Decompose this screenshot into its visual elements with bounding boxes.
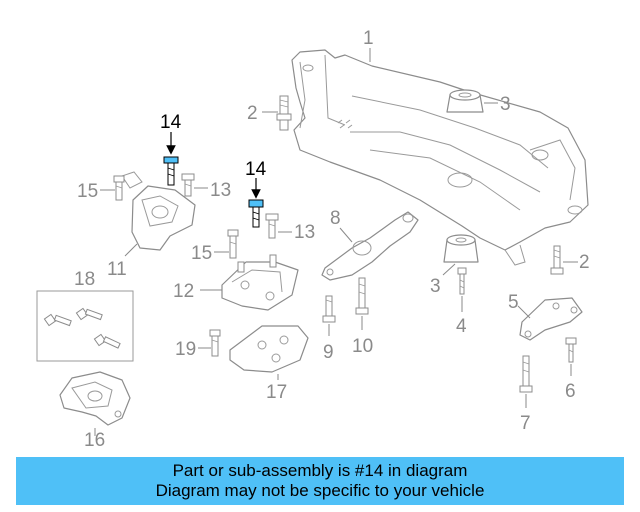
callout-3a: 3 — [500, 94, 511, 115]
callout-5: 5 — [508, 292, 519, 313]
bolt-part-13-upper — [181, 173, 195, 197]
callout-2b: 2 — [579, 252, 590, 273]
callout-8: 8 — [330, 208, 341, 229]
callout-7: 7 — [520, 413, 531, 434]
hardware-kit-part-18 — [36, 290, 134, 362]
callout-19: 19 — [175, 339, 196, 360]
callout-10: 10 — [352, 336, 373, 357]
bolt-part-9 — [322, 295, 336, 323]
callout-2a: 2 — [247, 103, 258, 124]
bolt-part-15-upper — [113, 175, 125, 201]
leader-5 — [517, 305, 531, 319]
mount-bracket-part-12 — [221, 254, 299, 311]
bushing-part-3-upper — [446, 89, 484, 113]
callout-6: 6 — [565, 381, 576, 402]
fitment-notice-banner: Part or sub-assembly is #14 in diagram D… — [16, 457, 624, 505]
callout-15b: 15 — [191, 243, 212, 264]
subframe-part-1 — [291, 49, 589, 266]
bolt-part-4 — [457, 267, 467, 295]
banner-line-disclaimer: Diagram may not be specific to your vehi… — [155, 481, 485, 500]
callout-16: 16 — [84, 430, 105, 451]
exploded-parts-diagram: 1 2 3 3 2 4 — [36, 28, 590, 451]
callout-3b: 3 — [430, 276, 441, 297]
leader-8 — [339, 227, 353, 243]
callout-1: 1 — [363, 28, 374, 49]
callout-14a: 14 — [160, 112, 182, 133]
callout-15a: 15 — [77, 181, 98, 202]
bolt-part-2-upper — [276, 95, 292, 131]
callout-12: 12 — [173, 281, 194, 302]
bolt-part-15-lower — [227, 229, 239, 259]
callout-11: 11 — [107, 259, 127, 280]
bolt-part-2-lower — [550, 245, 564, 275]
bolt-part-6 — [565, 337, 577, 363]
leader-3b — [442, 263, 456, 276]
bolt-part-14-highlighted-b — [248, 199, 264, 228]
mount-assembly-part-16 — [59, 371, 131, 426]
callout-14b: 14 — [245, 159, 267, 180]
bolt-part-13-lower — [265, 213, 279, 239]
bracket-plate-part-17 — [229, 325, 309, 373]
leader-11 — [124, 243, 138, 257]
callout-9: 9 — [323, 342, 334, 363]
engine-mount-part-11 — [121, 171, 196, 251]
callout-13a: 13 — [210, 180, 231, 201]
torque-rod-part-8 — [321, 211, 419, 281]
bolt-part-10 — [355, 277, 369, 315]
bracket-part-5 — [519, 297, 583, 341]
callout-17: 17 — [266, 382, 287, 403]
bushing-part-3-lower — [443, 234, 479, 263]
bolt-part-7 — [519, 355, 533, 393]
bolt-part-14-highlighted-a — [163, 156, 179, 186]
callout-13b: 13 — [294, 222, 315, 243]
bolt-part-19 — [209, 329, 221, 357]
banner-line-part-reference: Part or sub-assembly is #14 in diagram — [172, 461, 468, 480]
callout-18: 18 — [74, 269, 95, 290]
callout-4: 4 — [456, 316, 467, 337]
